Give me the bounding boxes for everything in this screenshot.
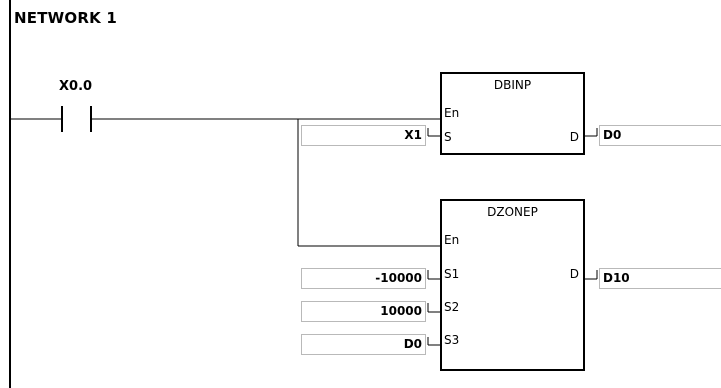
dzonep-s2-pin: S2: [444, 300, 460, 314]
dbinp-d-pin: D: [569, 130, 579, 144]
contact-label[interactable]: X0.0: [59, 79, 93, 94]
dbinp-en-pin: En: [444, 106, 460, 120]
dzonep-block-name: DZONEP: [487, 205, 538, 219]
dbinp-d-operand[interactable]: D0: [599, 125, 721, 146]
dzonep-en-pin: En: [444, 233, 460, 247]
dbinp-block[interactable]: DBINP En S D: [440, 72, 585, 155]
network-title: NETWORK 1: [14, 9, 117, 27]
dbinp-s-operand[interactable]: X1: [301, 125, 426, 146]
dbinp-s-pin: S: [444, 130, 452, 144]
dzonep-s1-operand[interactable]: -10000: [301, 268, 426, 289]
dzonep-s1-pin: S1: [444, 267, 460, 281]
dzonep-d-pin: D: [569, 267, 579, 281]
dbinp-block-name: DBINP: [493, 78, 532, 92]
dzonep-s2-operand[interactable]: 10000: [301, 301, 426, 322]
dzonep-block[interactable]: DZONEP En S1 D S2 S3: [440, 199, 585, 371]
dzonep-d-operand[interactable]: D10: [599, 268, 721, 289]
dzonep-s3-pin: S3: [444, 333, 460, 347]
dzonep-s3-operand[interactable]: D0: [301, 334, 426, 355]
